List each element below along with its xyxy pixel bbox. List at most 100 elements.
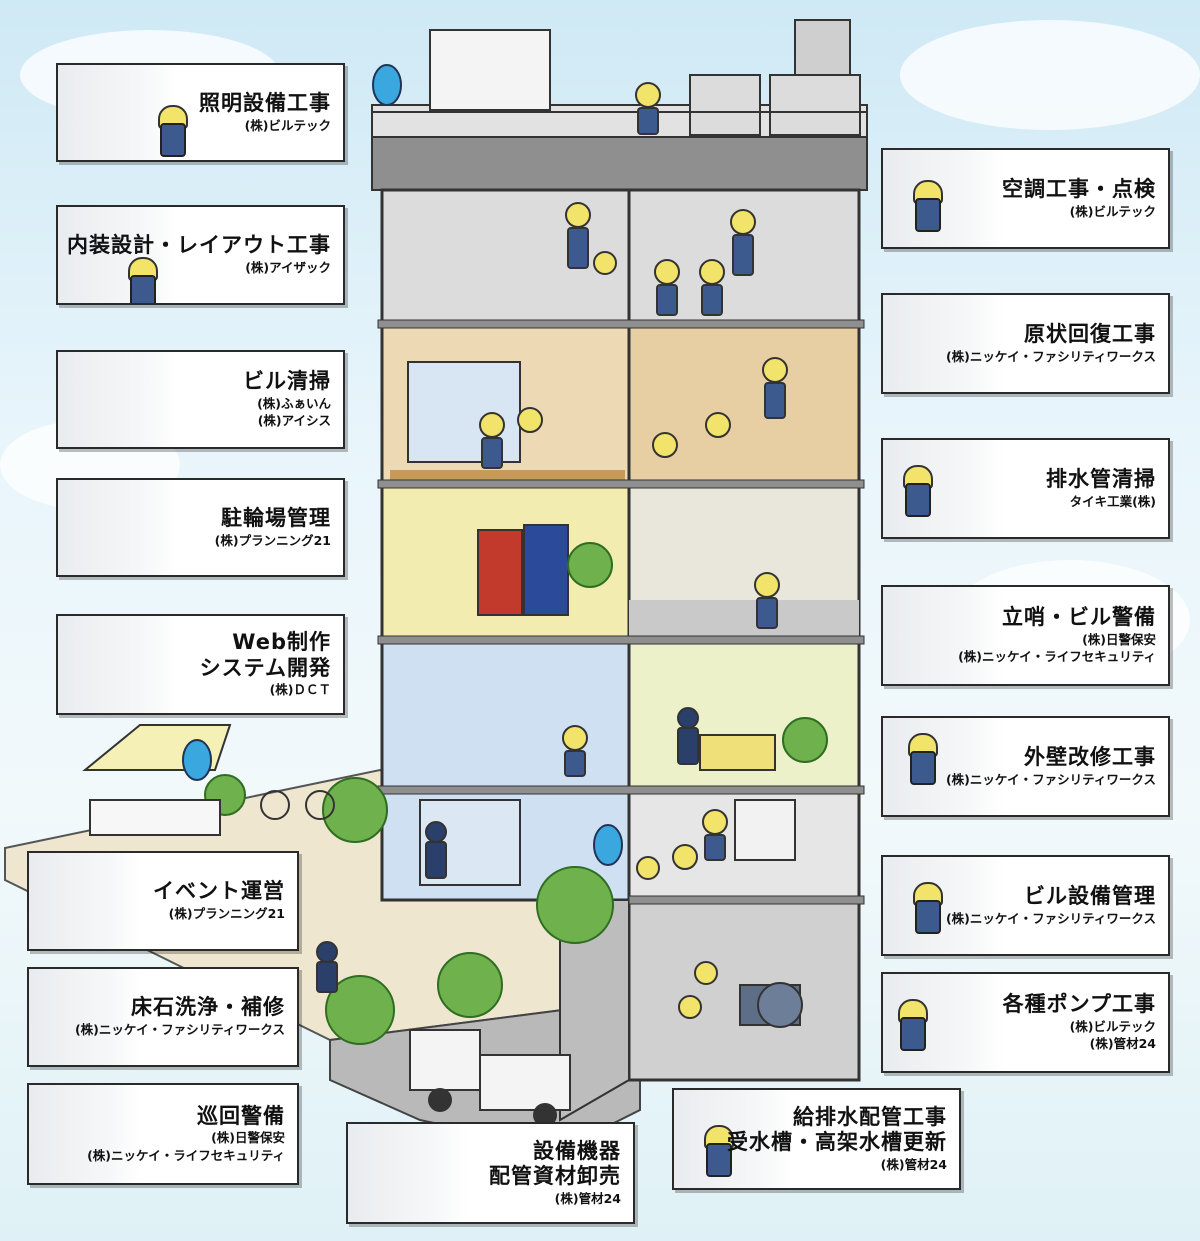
slab [377,319,865,329]
service-title: 照明設備工事 [199,90,331,115]
company-name: (株)日警保安 [211,1130,285,1146]
service-card-cleaning[interactable]: ビル清掃(株)ふぁいん (株)アイシス [56,350,345,449]
service-card-web[interactable]: Web制作システム開発 (株)ＤＣＴ [56,614,345,715]
service-card-event[interactable]: イベント運営 (株)プランニング21 [27,851,299,951]
roof-slab [371,134,868,191]
owl-mascot-icon [372,64,402,106]
service-card-building-security[interactable]: 立哨・ビル警備(株)日警保安 (株)ニッケイ・ライフセキュリティ [881,585,1170,686]
tree-icon [782,717,828,763]
company-name: (株)ＤＣＴ [269,682,331,698]
guard-icon [316,707,699,993]
company-name: (株)ビルテック [244,117,331,133]
service-title: 各種ポンプ工事 [1002,992,1156,1017]
service-title: 排水管清掃 [1046,466,1156,491]
company-name: (株)ふぁいん [257,395,331,411]
bicycle-parking-illustration [58,480,178,575]
truck-icon [533,1103,557,1127]
service-title: 給排水配管工事 [793,1104,947,1129]
roof-penthouse [429,29,551,111]
service-title: 空調工事・点検 [1002,176,1156,201]
tree-icon [567,542,613,588]
company-name: (株)ニッケイ・ファシリティワークス [945,348,1156,364]
company-name: (株)アイザック [245,260,331,276]
service-title: Web制作 [232,630,331,655]
floor-5-left [380,188,631,327]
company-name: (株)ニッケイ・ファシリティワークス [945,910,1156,926]
tree-icon [536,866,614,944]
service-title: 原状回復工事 [1024,321,1156,346]
bicycle-icon [305,790,335,820]
worker-icon [479,82,788,1019]
event-illustration [29,853,142,949]
slab [377,479,865,489]
company-name: (株)ビルテック [1069,1018,1156,1034]
floor-4-right [627,323,861,487]
service-card-wholesale[interactable]: 設備機器配管資材卸売(株)管材24 [346,1122,635,1224]
company-name: (株)ニッケイ・ファシリティワークス [945,771,1156,787]
company-name: (株)プランニング21 [168,906,285,922]
service-title: ビル清掃 [243,369,331,394]
truck-icon [428,1088,452,1112]
service-card-air-conditioning[interactable]: 空調工事・点検 (株)ビルテック [881,148,1170,249]
service-card-facility-management[interactable]: ビル設備管理 (株)ニッケイ・ファシリティワークス [881,855,1170,956]
service-card-pump[interactable]: 各種ポンプ工事(株)ビルテック (株)管材24 [881,972,1170,1073]
service-title: 受水槽・高架水槽更新 [727,1130,947,1155]
restoration-illustration [883,295,1003,392]
service-card-patrol[interactable]: 巡回警備 (株)日警保安(株)ニッケイ・ライフセキュリティ [27,1083,299,1185]
service-card-interior[interactable]: 内装設計・レイアウト工事 (株)アイザック [56,205,345,305]
exterior-wall-illustration [883,718,1003,815]
service-title: 立哨・ビル警備 [1002,605,1156,630]
lighting-illustration [58,65,178,160]
service-title: 巡回警備 [197,1103,285,1128]
service-title: ビル設備管理 [1024,883,1156,908]
vending-machine [523,524,569,616]
service-card-plumbing[interactable]: 給排水配管工事受水槽・高架水槽更新(株)管材24 [672,1088,961,1190]
slab [628,895,865,905]
restroom-tile [629,600,859,640]
company-name: (株)管材24 [1089,1036,1156,1052]
window [407,361,521,463]
company-name: (株)管材24 [554,1190,621,1206]
interior-illustration [58,207,178,303]
service-card-lighting[interactable]: 照明設備工事 (株)ビルテック [56,63,345,162]
service-title: 床石洗浄・補修 [131,995,285,1020]
company-name: (株)ニッケイ・ライフセキュリティ [958,649,1156,665]
slab [377,785,865,795]
control-panel [734,799,796,861]
service-card-restoration[interactable]: 原状回復工事 (株)ニッケイ・ファシリティワークス [881,293,1170,394]
company-name: (株)ニッケイ・ライフセキュリティ [87,1147,285,1163]
patrol-illustration [29,1085,142,1183]
reception-desk [699,734,776,771]
service-title: イベント運営 [153,879,285,904]
owl-mascot-icon [593,824,623,866]
truck-icon [409,1029,481,1091]
service-card-floor-stone[interactable]: 床石洗浄・補修(株)ニッケイ・ファシリティワークス [27,967,299,1067]
company-name: (株)アイシス [257,413,331,429]
roof-ac-unit [769,74,861,136]
service-card-bicycle-parking[interactable]: 駐輪場管理(株)プランニング21 [56,478,345,577]
company-name: (株)日警保安 [1082,631,1156,647]
roof-ac-unit [689,74,761,136]
drain-cleaning-illustration [883,440,1003,537]
service-title: システム開発 [199,655,331,680]
truck-icon [479,1054,571,1111]
service-title: 駐輪場管理 [221,505,331,530]
service-card-exterior-wall[interactable]: 外壁改修工事 (株)ニッケイ・ファシリティワークス [881,716,1170,817]
cloud [900,20,1200,130]
event-table [89,799,221,836]
pump [757,982,803,1028]
service-card-drain-cleaning[interactable]: 排水管清掃タイキ工業(株) [881,438,1170,539]
worker-icon [481,107,786,861]
tree-icon [325,975,395,1045]
company-name: (株)ビルテック [1069,203,1156,219]
company-name: (株)管材24 [880,1156,947,1172]
floor-stone-illustration [29,969,142,1065]
service-title: 内装設計・レイアウト工事 [67,233,331,258]
wholesale-illustration [348,1124,468,1222]
building-security-illustration [883,587,1003,684]
service-title: 外壁改修工事 [1024,744,1156,769]
tree-icon [322,777,388,843]
facility-management-illustration [883,857,1003,954]
service-title: 設備機器 [533,1138,621,1163]
